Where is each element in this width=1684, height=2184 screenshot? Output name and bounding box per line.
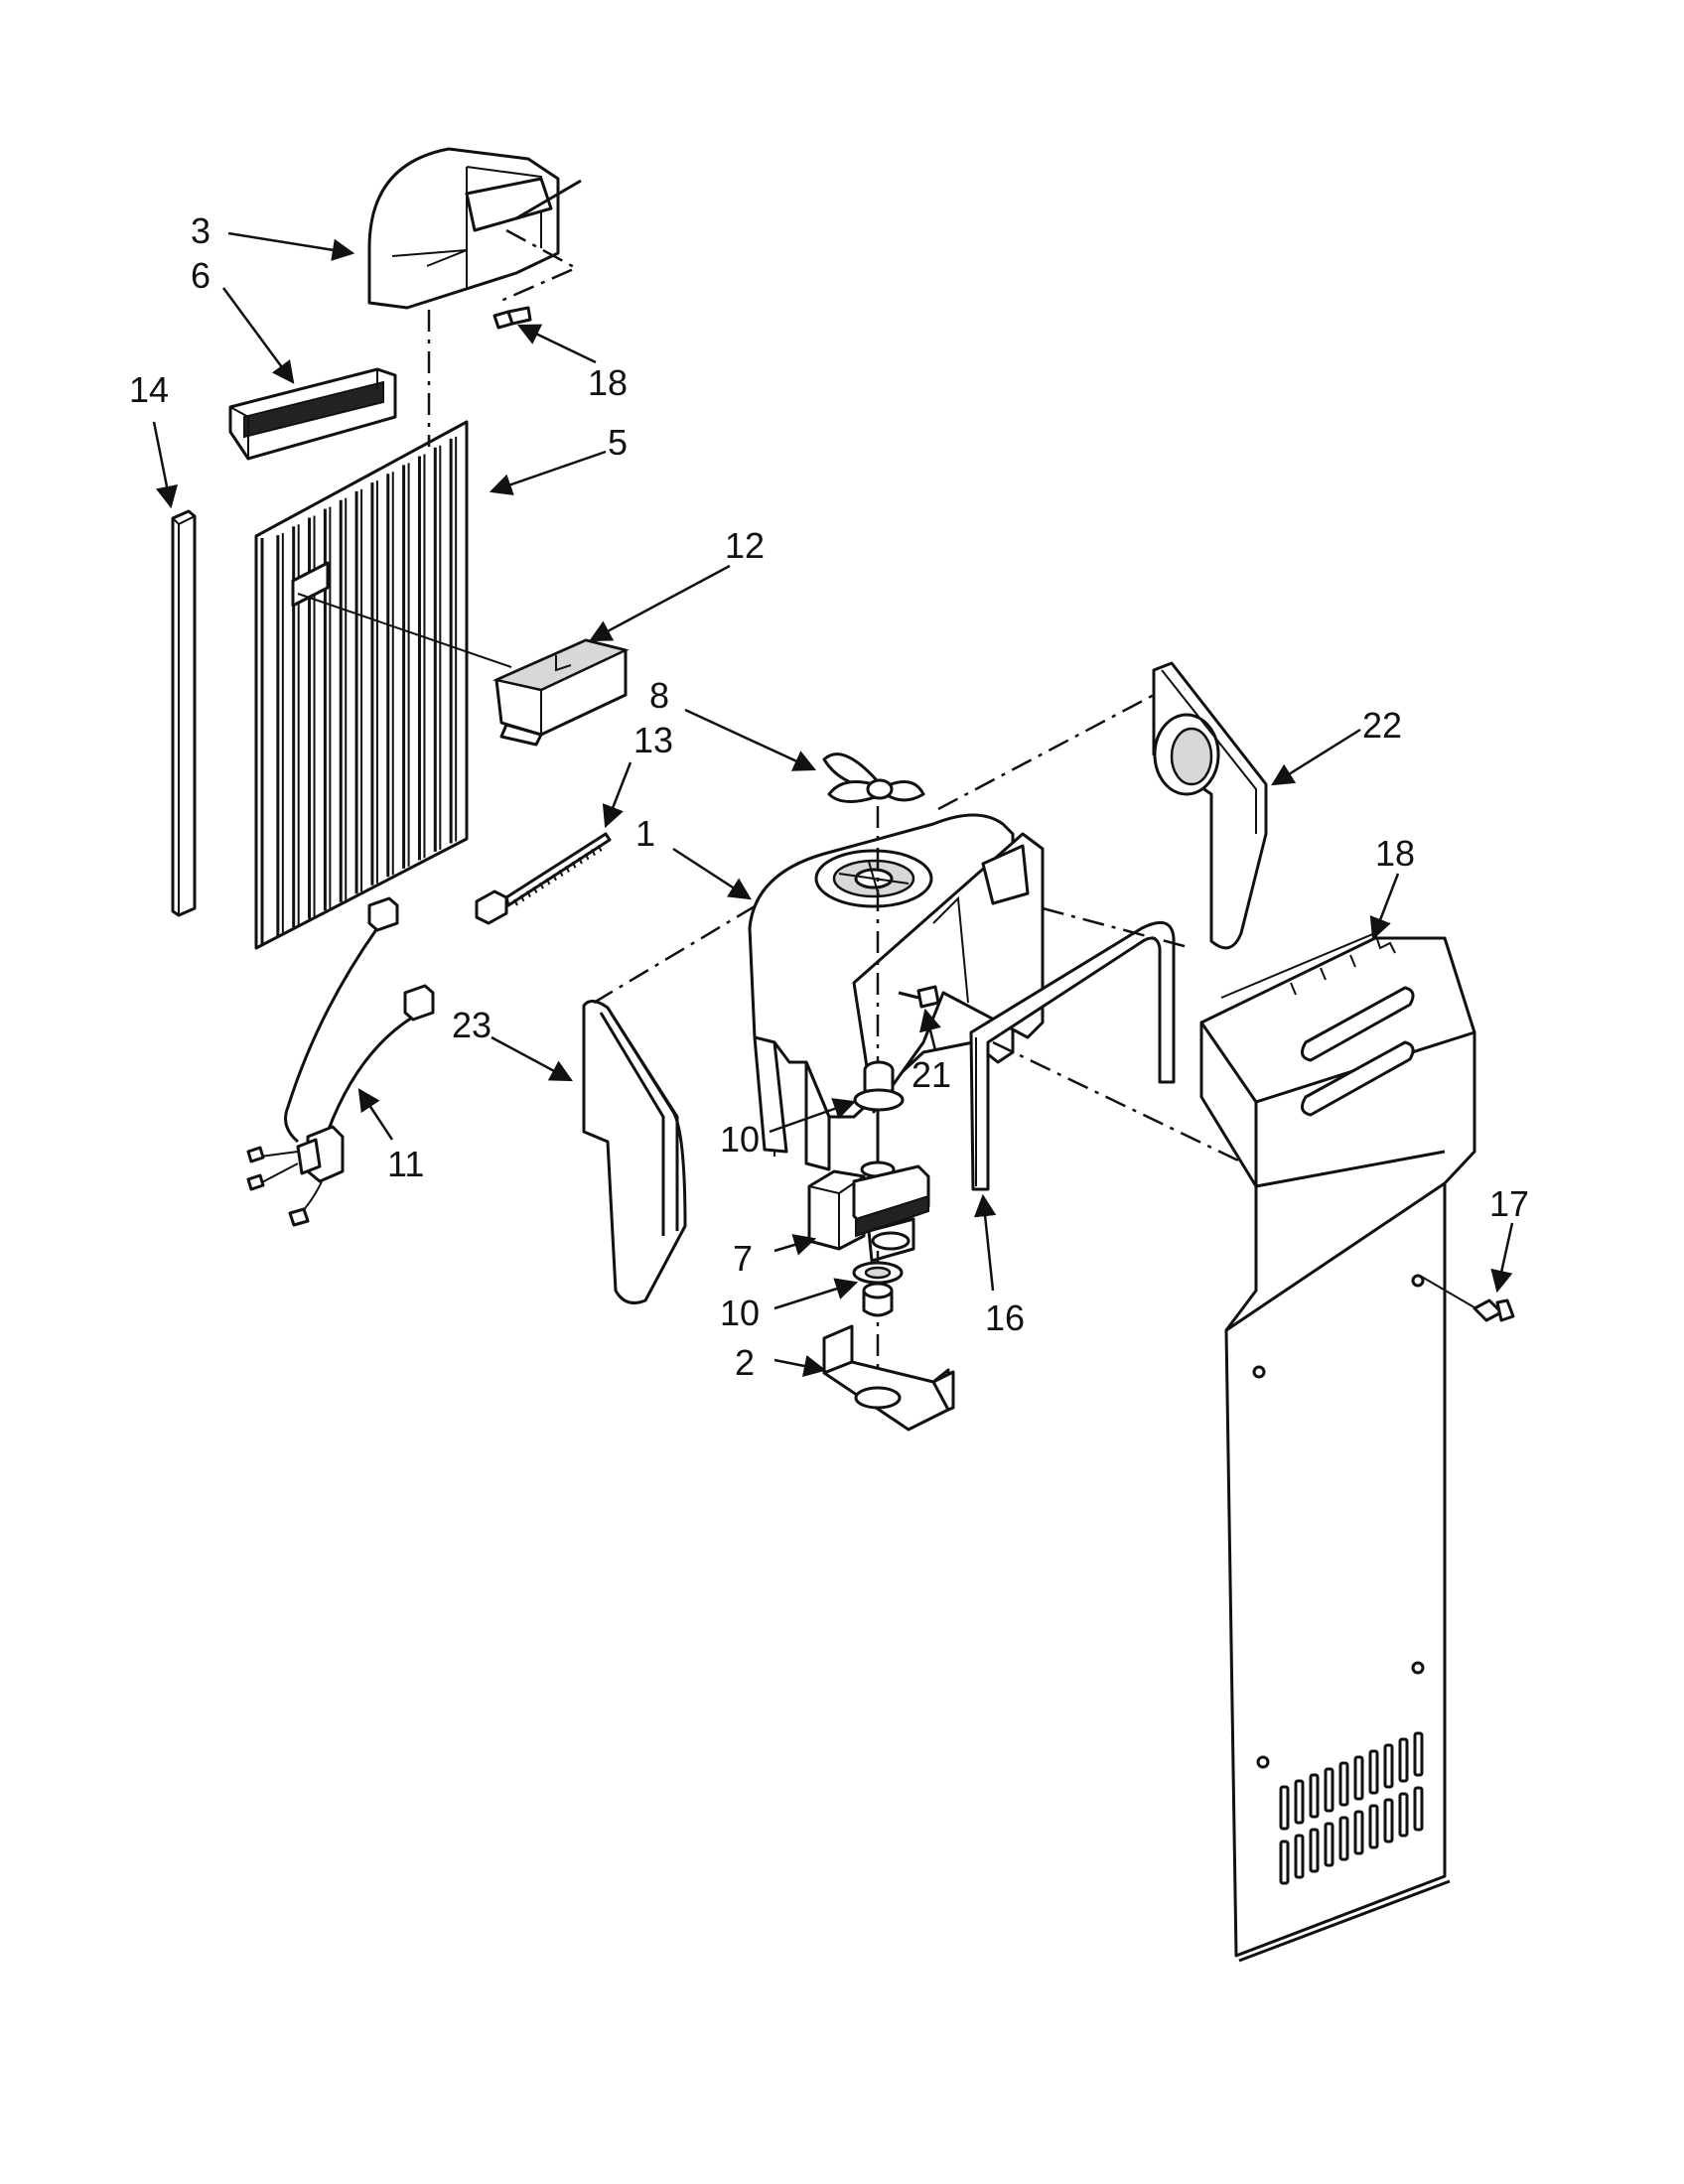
part-1-fan-shroud (748, 806, 1045, 1171)
callout-2: 2 (735, 1342, 755, 1383)
vent-slot (1279, 1840, 1290, 1885)
callout-23: 23 (452, 1005, 491, 1045)
vent-slot (1294, 1779, 1305, 1825)
vent-slot (1279, 1785, 1290, 1831)
vent-slot (1338, 1816, 1349, 1861)
vent-slot (1398, 1737, 1409, 1783)
callout-17: 18 (1375, 833, 1415, 874)
callout-1: 1 (635, 813, 655, 854)
tie-tooth (545, 878, 551, 886)
callout-21: 21 (912, 1054, 951, 1095)
part-23-side-panel (582, 901, 761, 1304)
tie-tooth (571, 861, 577, 869)
part-10-grommet-lower (852, 1261, 904, 1317)
tie-tooth (584, 853, 590, 861)
callout-18: 18 (588, 362, 628, 403)
part-13-gasket (969, 906, 1262, 1191)
callout-11: 12 (725, 525, 765, 566)
callout-10b: 10 (720, 1293, 760, 1333)
part-14-cable-tie (475, 832, 612, 925)
part-2-motor-bracket (822, 1324, 955, 1432)
part-22-baffle (937, 661, 1268, 950)
vent-slot (1309, 1828, 1320, 1873)
vent-slot (1398, 1792, 1409, 1838)
part-18-screw-upper (492, 306, 532, 330)
tie-tooth (578, 857, 583, 865)
part-6-trim (228, 367, 397, 461)
callout-labels: 3 6 18 14 5 12 8 22 13 18 1 23 11 21 10 … (129, 210, 1529, 1383)
vent-slot (1324, 1822, 1334, 1867)
tie-tooth (565, 865, 570, 873)
callout-5: 5 (608, 422, 628, 463)
tie-tooth (597, 844, 603, 852)
vent-slot (1413, 1731, 1424, 1777)
part-21-screw (898, 985, 940, 1009)
vent-slot (1368, 1749, 1379, 1795)
vent-slot (1383, 1743, 1394, 1789)
tie-tooth (513, 898, 518, 906)
callout-8: 8 (649, 675, 669, 716)
callout-leaders (152, 231, 1514, 1378)
callout-3: 3 (191, 210, 210, 251)
callout-12: 11 (387, 1144, 424, 1184)
callout-13: 16 (985, 1297, 1025, 1338)
callout-14: 13 (633, 720, 673, 760)
callout-10a: 10 (720, 1119, 760, 1160)
part-11-bracket (492, 638, 630, 747)
callout-16: 14 (129, 369, 169, 410)
vent-slot (1353, 1810, 1364, 1855)
vent-slot (1413, 1786, 1424, 1832)
part-8-fan-blade (822, 752, 925, 803)
part-12-wire-harness (246, 896, 435, 1227)
part-5-grille-panel (254, 310, 512, 950)
part-16-bar (171, 509, 197, 917)
tie-tooth (591, 849, 596, 857)
tie-tooth (552, 874, 557, 882)
vent-slot (1324, 1767, 1334, 1813)
tie-tooth (526, 890, 531, 898)
vent-slot (1383, 1798, 1394, 1843)
part-3-cover (367, 147, 582, 310)
vent-slot (1353, 1755, 1364, 1801)
callout-18b: 17 (1489, 1183, 1529, 1224)
vent-slot (1338, 1761, 1349, 1807)
tie-tooth (539, 882, 544, 889)
tie-tooth (558, 870, 564, 878)
part-17-duct-cover (1199, 931, 1476, 1963)
part-18-screw-lower (1419, 1275, 1515, 1322)
vent-slot (1309, 1773, 1320, 1819)
callout-7: 7 (733, 1238, 753, 1279)
tie-tooth (532, 886, 538, 893)
vent-slot (1294, 1834, 1305, 1879)
vent-slot (1368, 1804, 1379, 1849)
tie-tooth (519, 894, 525, 902)
callout-6: 6 (191, 255, 210, 296)
callout-22: 22 (1362, 705, 1402, 746)
